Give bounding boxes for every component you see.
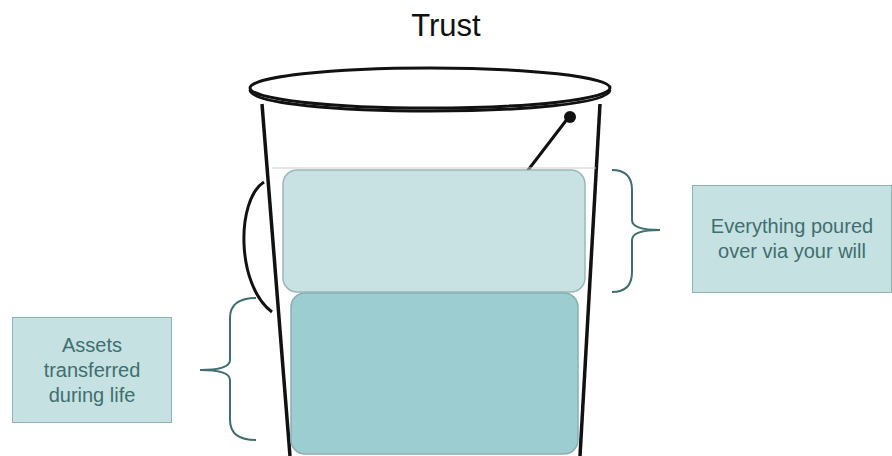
- bucket-rim: [250, 68, 610, 108]
- bucket-rim: [250, 90, 610, 111]
- callout-text: Everything poured over via your will: [693, 214, 891, 264]
- fill-line: [272, 168, 596, 169]
- diagram-title: Trust: [0, 8, 892, 44]
- curly-brace: [200, 298, 256, 440]
- callout-box: Assets transferred during life: [12, 317, 172, 423]
- bucket-handle: [522, 118, 568, 178]
- content-layer: [291, 293, 578, 454]
- handle-rivet: [564, 111, 576, 123]
- bucket-handle: [244, 182, 272, 312]
- callout-box: Everything poured over via your will: [692, 185, 892, 293]
- curly-brace: [612, 170, 660, 292]
- callout-text: Assets transferred during life: [13, 333, 171, 408]
- content-layer: [283, 170, 585, 292]
